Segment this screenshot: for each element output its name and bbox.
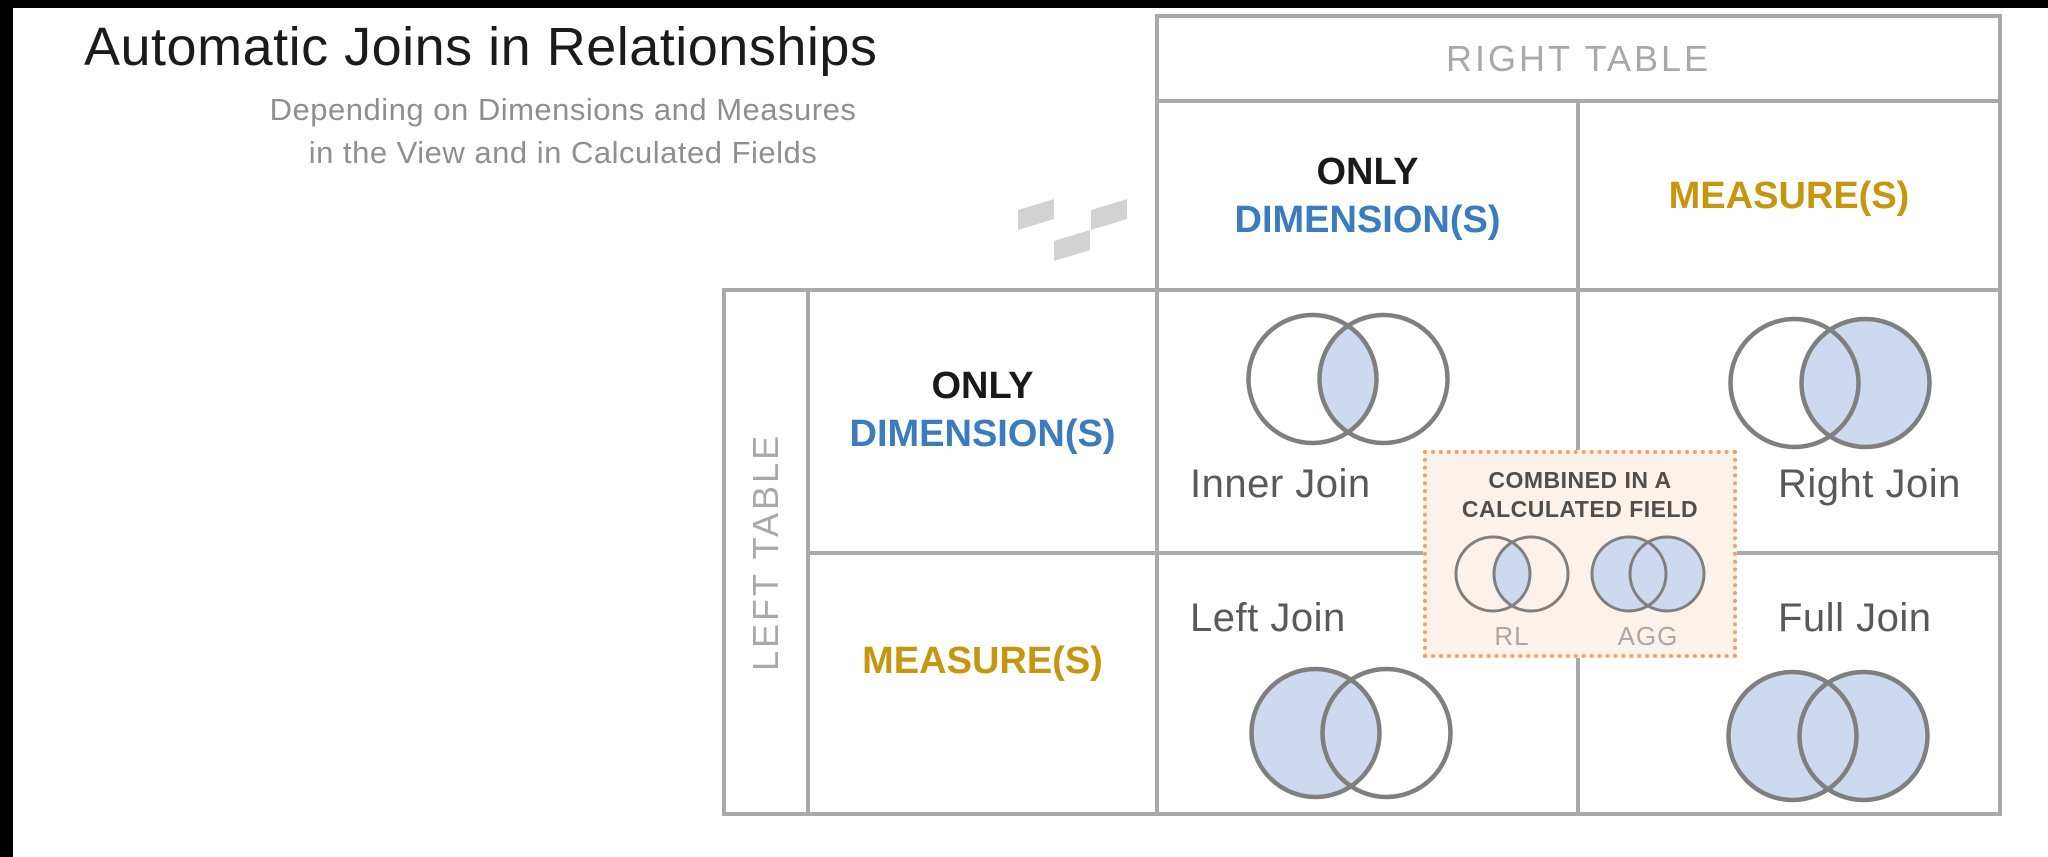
grid-line-header-top — [1155, 14, 2002, 18]
join-label-full: Full Join — [1778, 596, 1932, 640]
row-header-dimensions-label: DIMENSION(S) — [849, 412, 1116, 455]
left-table-header: LEFT TABLE — [745, 432, 786, 672]
column-header-measures: MEASURE(S) — [1580, 103, 1998, 288]
grid-line-body-top — [722, 288, 2002, 292]
callout-item-rl: RL — [1449, 532, 1575, 652]
subtitle-line-2: in the View and in Calculated Fields — [308, 135, 818, 170]
callout-title-line-1: COMBINED IN A — [1488, 467, 1672, 493]
grid-line-left-strip-divider — [806, 288, 810, 816]
join-label-right: Right Join — [1778, 462, 1961, 506]
frame-top-bar — [0, 0, 2048, 8]
column-header-dimensions-label: DIMENSION(S) — [1234, 198, 1501, 241]
join-label-inner: Inner Join — [1190, 462, 1371, 506]
right-table-header: RIGHT TABLE — [1445, 37, 1712, 79]
venn-inner-join — [1240, 307, 1456, 456]
join-label-left: Left Join — [1190, 596, 1346, 640]
logo-parallelogram-2 — [1054, 230, 1090, 261]
calculated-field-callout: COMBINED IN A CALCULATED FIELD RL AGG — [1423, 450, 1737, 658]
callout-title-line-2: CALCULATED FIELD — [1461, 496, 1699, 522]
callout-title: COMBINED IN A CALCULATED FIELD — [1427, 466, 1733, 524]
grid-line-left-edge — [722, 288, 726, 816]
grid-line-left-of-venn-col1 — [1155, 14, 1159, 816]
page-subtitle: Depending on Dimensions and Measures in … — [93, 88, 1033, 174]
venn-full-join — [1720, 664, 1936, 813]
frame-left-bar — [0, 0, 13, 857]
row-header-measures: MEASURE(S) — [810, 555, 1155, 812]
column-header-only-dimensions: ONLY DIMENSION(S) — [1159, 103, 1576, 288]
venn-agg — [1585, 532, 1711, 621]
venn-right-join — [1722, 311, 1938, 460]
logo-parallelogram-1 — [1018, 199, 1054, 230]
venn-rl — [1449, 532, 1575, 621]
grid-line-right-edge — [1998, 14, 2002, 816]
logo-parallelogram-3 — [1091, 199, 1127, 230]
row-header-only-label: ONLY — [931, 364, 1034, 407]
page-title: Automatic Joins in Relationships — [84, 17, 878, 77]
subtitle-line-1: Depending on Dimensions and Measures — [269, 92, 857, 127]
venn-left-join — [1243, 661, 1459, 810]
grid-line-row-divider — [806, 551, 2002, 555]
column-header-measures-label: MEASURE(S) — [1668, 174, 1910, 217]
row-header-measures-label: MEASURE(S) — [862, 639, 1103, 682]
callout-figures: RL AGG — [1427, 532, 1733, 652]
callout-item-label-rl: RL — [1494, 621, 1530, 651]
callout-item-label-agg: AGG — [1617, 621, 1679, 651]
row-header-only-dimensions: ONLY DIMENSION(S) — [810, 292, 1155, 547]
parallelogram-logo — [1018, 199, 1127, 261]
callout-item-agg: AGG — [1585, 532, 1711, 652]
grid-line-body-bottom — [722, 812, 2002, 816]
column-header-only-label: ONLY — [1316, 150, 1419, 193]
